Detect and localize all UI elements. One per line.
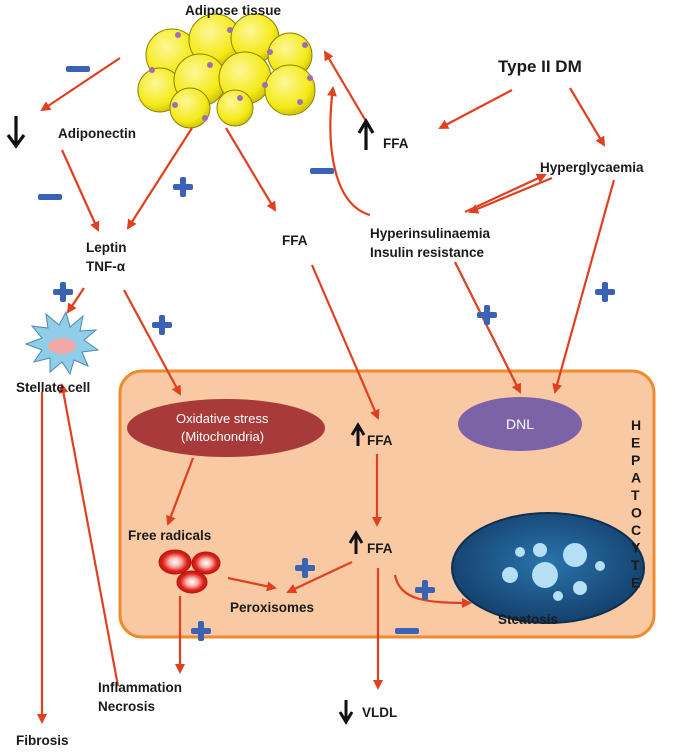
minus-signs — [38, 66, 419, 634]
plus-icon — [415, 580, 435, 600]
hepatocyte-letter: T — [631, 487, 640, 503]
adipose-tissue-image — [137, 13, 316, 129]
hepatocyte-letter: E — [631, 435, 640, 451]
label-type2dm: Type II DM — [498, 57, 582, 76]
plus-icon — [173, 177, 193, 197]
label-ffa-mid: FFA — [282, 233, 308, 248]
minus-icon — [38, 194, 62, 200]
label-insulin-resistance: Insulin resistance — [370, 245, 485, 260]
plus-icon — [152, 315, 172, 335]
plus-icon — [191, 621, 211, 641]
plus-icon — [595, 282, 615, 302]
up-arrow-icon — [350, 422, 366, 446]
hepatocyte-letter: T — [631, 557, 640, 573]
plus-signs — [53, 177, 615, 641]
free-radicals-image — [158, 549, 221, 594]
minus-icon — [310, 168, 334, 174]
label-leptin: Leptin — [86, 240, 127, 255]
down-arrow-icon — [6, 116, 26, 149]
plus-icon — [53, 282, 73, 302]
steatosis-image — [451, 512, 645, 624]
label-fibrosis: Fibrosis — [16, 733, 69, 748]
label-ffa-hepatocyte-1: FFA — [367, 433, 393, 448]
label-free-radicals: Free radicals — [128, 528, 211, 543]
label-adiponectin: Adiponectin — [58, 126, 136, 141]
label-hyperglycaemia: Hyperglycaemia — [540, 160, 644, 175]
minus-icon — [395, 628, 419, 634]
label-inflammation: Inflammation — [98, 680, 182, 695]
label-ffa-hepatocyte-2: FFA — [367, 541, 393, 556]
minus-icon — [66, 66, 90, 72]
label-oxidative-stress: Oxidative stress — [176, 411, 269, 426]
label-stellate-cell: Stellate cell — [16, 380, 90, 395]
hepatocyte-letter: H — [631, 417, 641, 433]
label-vldl: VLDL — [362, 705, 397, 720]
label-hyperinsulinaemia: Hyperinsulinaemia — [370, 226, 491, 241]
label-tnf: TNF-α — [86, 259, 126, 274]
label-mitochondria: (Mitochondria) — [181, 429, 264, 444]
label-dnl: DNL — [506, 416, 534, 432]
hepatocyte-letter: A — [631, 470, 641, 486]
plus-icon — [477, 305, 497, 325]
label-ffa-top: FFA — [383, 136, 409, 151]
black-arrows — [6, 116, 375, 725]
dnl-node — [458, 397, 582, 451]
label-peroxisomes: Peroxisomes — [230, 600, 314, 615]
hepatocyte-letter: C — [631, 522, 641, 538]
up-arrow-icon — [357, 117, 375, 150]
hepatocyte-letter: Y — [631, 540, 641, 556]
plus-icon — [295, 558, 315, 578]
up-arrow-icon — [348, 530, 364, 554]
label-steatosis: Steatosis — [498, 612, 558, 627]
hepatocyte-letter: P — [631, 452, 640, 468]
oxidative-stress-node — [127, 399, 325, 457]
hepatocyte-letter: E — [631, 575, 640, 591]
down-arrow-icon — [338, 700, 354, 725]
stellate-cell-image — [24, 310, 100, 376]
pathway-arrows — [37, 50, 616, 724]
label-adipose-tissue: Adipose tissue — [185, 3, 282, 18]
label-necrosis: Necrosis — [98, 699, 155, 714]
hepatocyte-letter: O — [631, 505, 642, 521]
